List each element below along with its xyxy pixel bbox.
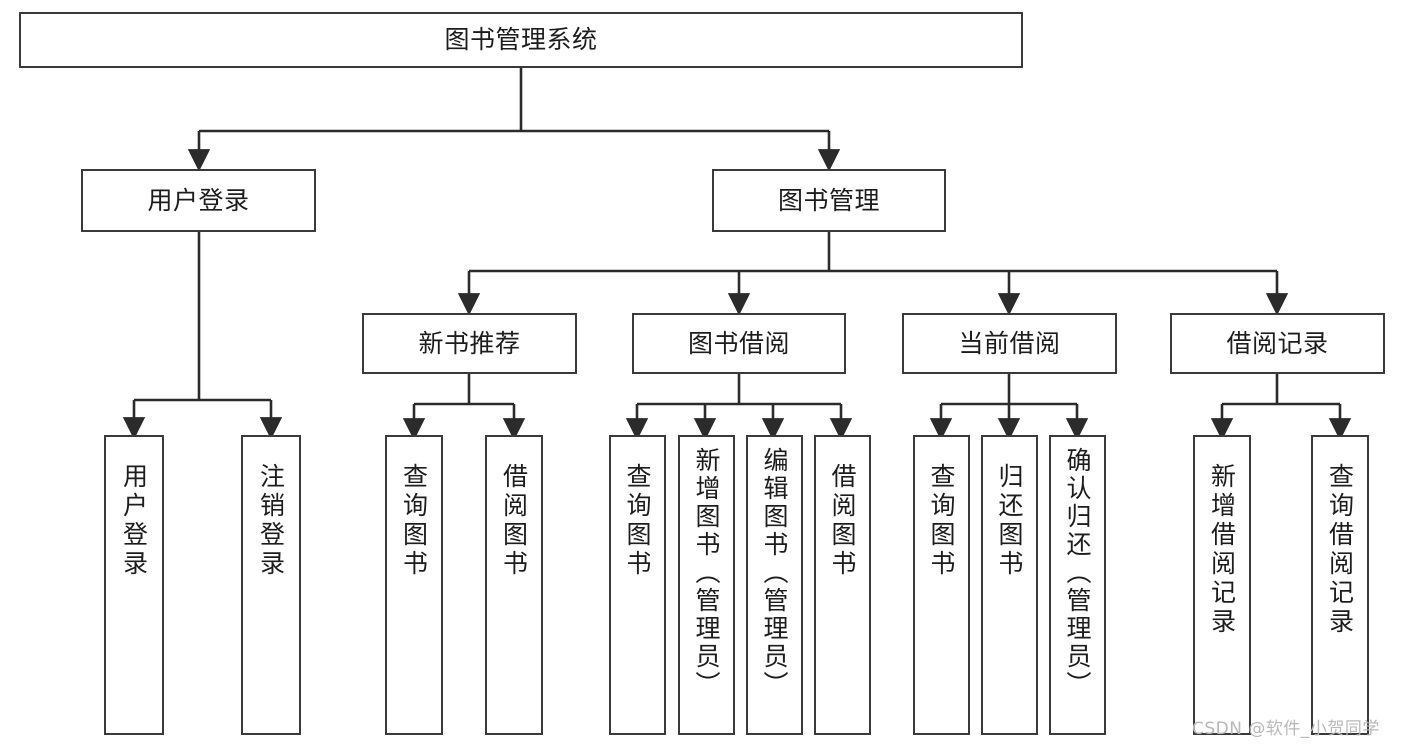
node-label: 新书推荐 bbox=[418, 328, 521, 358]
node-label: 查询图书 bbox=[623, 463, 652, 579]
node-label: 图书管理 bbox=[777, 185, 880, 215]
node-label: 查询图书 bbox=[399, 463, 429, 579]
node-leaf-user-login[interactable]: 用户登录 bbox=[104, 435, 164, 735]
node-book-borrow[interactable]: 图书借阅 bbox=[632, 313, 846, 374]
node-book-manage[interactable]: 图书管理 bbox=[712, 169, 946, 232]
node-user-login[interactable]: 用户登录 bbox=[81, 169, 316, 232]
node-label: 借阅记录 bbox=[1226, 328, 1329, 358]
node-label: 借阅图书 bbox=[828, 463, 857, 579]
node-root-book-management-system[interactable]: 图书管理系统 bbox=[19, 12, 1023, 68]
node-leaf-add-record[interactable]: 新增借阅记录 bbox=[1193, 435, 1251, 735]
node-label: 注销登录 bbox=[256, 463, 286, 579]
node-label: 图书借阅 bbox=[687, 328, 790, 358]
node-label: 当前借阅 bbox=[958, 328, 1061, 358]
node-label: 新增图书（管理员） bbox=[692, 447, 721, 699]
node-label: 用户登录 bbox=[119, 463, 149, 579]
node-leaf-logout-login[interactable]: 注销登录 bbox=[241, 435, 301, 735]
node-leaf-query-book-2[interactable]: 查询图书 bbox=[609, 435, 666, 735]
node-leaf-confirm-return[interactable]: 确认归还（管理员） bbox=[1049, 435, 1106, 735]
node-current-borrow[interactable]: 当前借阅 bbox=[902, 313, 1117, 374]
node-leaf-add-book[interactable]: 新增图书（管理员） bbox=[678, 435, 735, 735]
node-leaf-borrow-book-2[interactable]: 借阅图书 bbox=[814, 435, 871, 735]
node-leaf-borrow-book-1[interactable]: 借阅图书 bbox=[485, 435, 543, 735]
node-leaf-query-book-3[interactable]: 查询图书 bbox=[913, 435, 970, 735]
node-label: 图书管理系统 bbox=[444, 25, 598, 55]
node-label: 确认归还（管理员） bbox=[1063, 447, 1092, 699]
node-borrow-record[interactable]: 借阅记录 bbox=[1170, 313, 1385, 374]
node-label: 归还图书 bbox=[995, 463, 1024, 579]
node-label: 新增借阅记录 bbox=[1207, 463, 1237, 637]
node-leaf-edit-book[interactable]: 编辑图书（管理员） bbox=[746, 435, 803, 735]
csdn-watermark: CSDN @软件_小贺同学 bbox=[1192, 719, 1380, 739]
node-label: 查询图书 bbox=[927, 463, 956, 579]
node-leaf-query-book-1[interactable]: 查询图书 bbox=[385, 435, 443, 735]
node-label: 查询借阅记录 bbox=[1325, 463, 1355, 637]
node-leaf-query-record[interactable]: 查询借阅记录 bbox=[1311, 435, 1369, 735]
node-new-book-recommend[interactable]: 新书推荐 bbox=[362, 313, 577, 374]
node-label: 借阅图书 bbox=[499, 463, 529, 579]
node-label: 编辑图书（管理员） bbox=[760, 447, 789, 699]
node-leaf-return-book[interactable]: 归还图书 bbox=[981, 435, 1038, 735]
node-label: 用户登录 bbox=[147, 185, 250, 215]
